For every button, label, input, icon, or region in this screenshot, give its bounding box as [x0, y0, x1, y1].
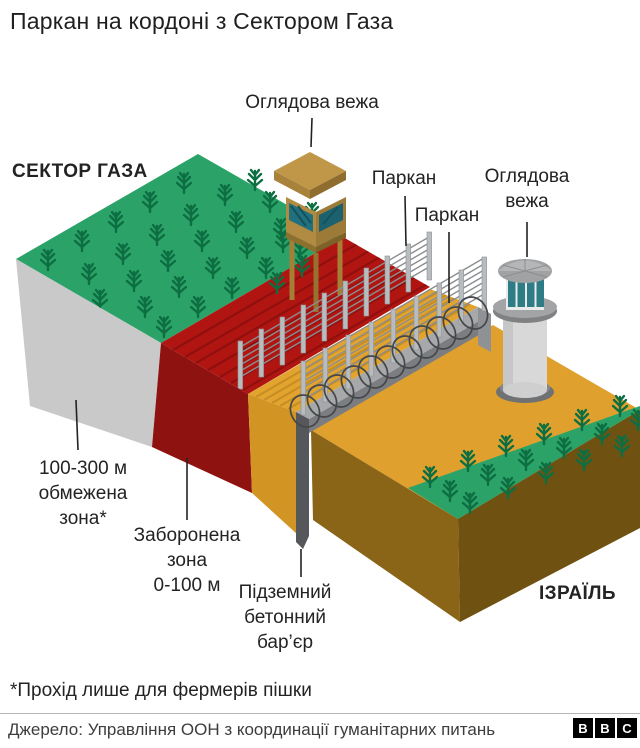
watchtower-right-label-line1: Оглядова	[484, 166, 570, 187]
leader-line	[75, 399, 79, 451]
restricted-zone-label: 100-300 м обмежена зона*	[13, 456, 153, 531]
bbc-logo-letter: B	[573, 718, 593, 738]
fence-1-label: Паркан	[371, 168, 437, 189]
bbc-logo-letter: C	[617, 718, 637, 738]
wall-end-cap	[478, 307, 491, 352]
gaza-field	[16, 154, 343, 343]
barbed-fence-2	[289, 256, 489, 428]
fence-2-label: Паркан	[414, 205, 480, 226]
leader-lines	[75, 117, 528, 577]
watchtower-window	[319, 203, 343, 232]
watchtower-left-label: Оглядова вежа	[245, 92, 379, 113]
underground-barrier-line2: бетонний	[244, 607, 326, 628]
source-row: Джерело: Управління ООН з координації гу…	[0, 717, 640, 748]
concrete-watchtower	[493, 259, 557, 403]
forbidden-zone-line2: зона	[166, 550, 208, 571]
wire-fence-1	[237, 231, 432, 390]
forbidden-zone-line3: 0-100 м	[153, 575, 221, 596]
buffer-face	[248, 394, 298, 535]
forbidden-zone-label: Заборонена зона 0-100 м	[107, 523, 267, 598]
barbed-wire-coils	[289, 296, 489, 428]
underground-barrier-line3: бар’єр	[256, 632, 314, 653]
restricted-zone-line1: 100-300 м	[38, 458, 128, 479]
forbidden-zone-face	[152, 343, 252, 493]
forbidden-zone-line1: Заборонена	[133, 525, 241, 546]
leader-line	[404, 195, 407, 247]
restricted-zone-line3: зона*	[59, 508, 107, 529]
underground-barrier-label: Підземний бетонний бар’єр	[215, 580, 355, 655]
footnote: *Прохід лише для фермерів пішки	[10, 680, 312, 701]
israel-crops-strip	[408, 406, 640, 519]
restricted-zone-line2: обмежена	[38, 483, 128, 504]
bbc-logo-letter: B	[595, 718, 615, 738]
divider-line	[0, 713, 640, 714]
gaza-region-label: СЕКТОР ГАЗА	[12, 161, 148, 182]
watchtower-right-label-line2: вежа	[505, 191, 549, 212]
leader-line	[310, 117, 313, 148]
israel-block	[311, 325, 640, 622]
source-text: Джерело: Управління ООН з координації гу…	[8, 720, 496, 739]
watchtower-right-label: Оглядова вежа	[467, 164, 587, 214]
underground-barrier	[296, 412, 309, 549]
page-title: Паркан на кордоні з Сектором Газа	[10, 8, 394, 34]
underground-barrier-line1: Підземний	[238, 582, 332, 603]
wooden-watchtower	[274, 152, 346, 312]
restricted-zone-face	[16, 259, 161, 447]
israel-region-label: ІЗРАЇЛЬ	[539, 583, 616, 604]
bbc-logo: B B C	[573, 718, 637, 738]
